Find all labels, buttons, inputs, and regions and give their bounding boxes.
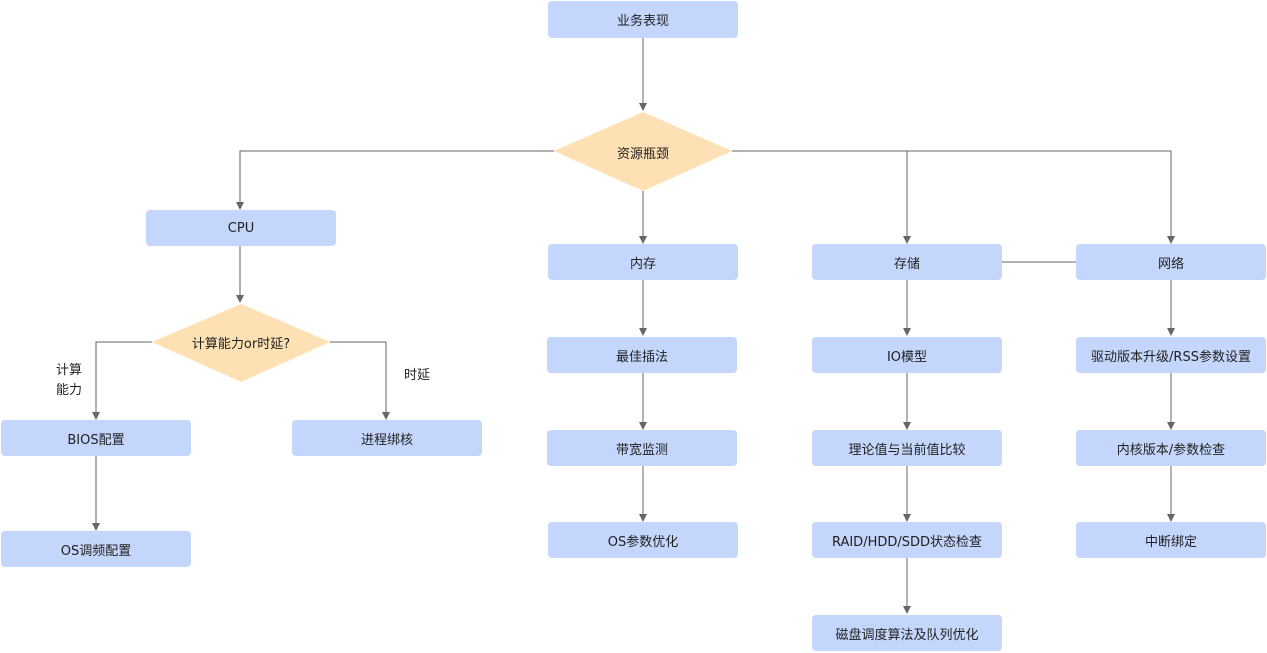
node-memory: 内存 — [548, 244, 738, 280]
node-bandwidth-monitor: 带宽监测 — [547, 430, 737, 466]
node-storage: 存储 — [812, 244, 1002, 280]
node-cpu: CPU — [146, 210, 336, 246]
node-os-param-optimize: OS参数优化 — [548, 522, 738, 558]
node-business-performance: 业务表现 — [548, 1, 738, 38]
node-io-model: IO模型 — [812, 337, 1002, 373]
node-disk-scheduling: 磁盘调度算法及队列优化 — [812, 615, 1002, 651]
edge-bottleneck-cpu — [236, 150, 554, 210]
node-bios-config: BIOS配置 — [1, 420, 191, 456]
label-compute-line2: 能力 — [56, 383, 83, 398]
label-compute-line1: 计算 — [56, 363, 83, 378]
bottleneck-diamond — [554, 112, 732, 191]
node-network: 网络 — [1076, 244, 1266, 280]
node-theory-compare: 理论值与当前值比较 — [812, 430, 1002, 466]
node-kernel-check: 内核版本/参数检查 — [1076, 430, 1266, 466]
node-compute-or-latency: 计算能力or时延? — [191, 336, 291, 352]
node-os-freq-config: OS调频配置 — [1, 531, 191, 567]
edge-decision-bind — [330, 341, 390, 420]
node-raid-check: RAID/HDD/SDD状态检查 — [812, 522, 1002, 558]
node-driver-rss: 驱动版本升级/RSS参数设置 — [1076, 337, 1266, 373]
edge-decision-bios — [92, 341, 152, 420]
node-resource-bottleneck: 资源瓶颈 — [616, 146, 669, 162]
label-compute-capability: 计算 能力 — [56, 361, 82, 401]
edge-bottleneck-network — [907, 150, 1175, 244]
node-process-binding: 进程绑核 — [292, 420, 482, 456]
node-irq-binding: 中断绑定 — [1076, 522, 1266, 558]
decision-diamond — [152, 304, 330, 382]
label-latency: 时延 — [404, 368, 431, 383]
edge-bottleneck-storage — [732, 150, 911, 244]
node-best-slot: 最佳插法 — [547, 337, 737, 373]
